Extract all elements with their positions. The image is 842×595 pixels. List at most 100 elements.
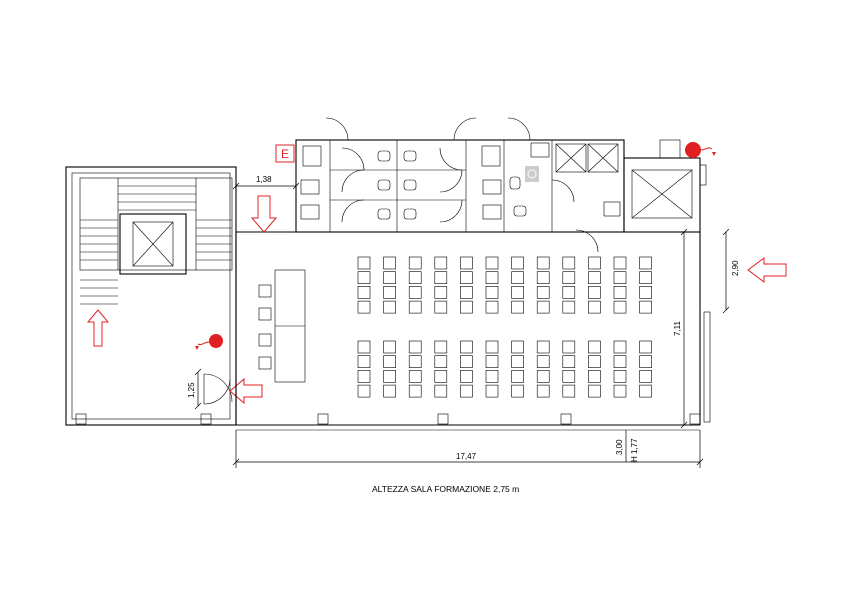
plan-caption: ALTEZZA SALA FORMAZIONE 2,75 m xyxy=(372,484,519,494)
chair xyxy=(460,286,473,299)
dimension-corridor: 1,38 xyxy=(232,175,300,190)
chair xyxy=(511,256,524,270)
chair xyxy=(588,370,601,383)
chair xyxy=(639,370,652,383)
evacuation-arrow-icon xyxy=(229,377,263,405)
chair xyxy=(536,355,550,369)
chair xyxy=(613,355,627,369)
elevator-icon xyxy=(119,213,187,275)
chair xyxy=(562,300,576,314)
chair xyxy=(511,384,524,398)
chair xyxy=(562,384,576,398)
chair xyxy=(562,256,576,270)
chair xyxy=(613,256,627,270)
toilet-icon xyxy=(513,205,527,217)
chair xyxy=(460,271,473,285)
chair xyxy=(613,340,627,354)
chair xyxy=(357,355,371,369)
chair xyxy=(485,340,499,354)
chair xyxy=(434,286,448,299)
dimension-side-opening: 2,90 xyxy=(722,228,740,314)
chair xyxy=(485,256,499,270)
chair xyxy=(408,370,422,383)
dimension-label: 1,25 xyxy=(187,382,196,398)
chair xyxy=(536,271,550,285)
stairwell-door xyxy=(203,373,233,405)
chair xyxy=(536,300,550,314)
stair-treads-top xyxy=(118,185,196,211)
dimension-room-length: 17,47 xyxy=(232,430,704,468)
chair xyxy=(357,384,371,398)
chair xyxy=(511,271,524,285)
chair xyxy=(383,370,396,383)
chair xyxy=(383,256,396,270)
chair xyxy=(536,256,550,270)
chair xyxy=(562,271,576,285)
chair xyxy=(639,355,652,369)
chair xyxy=(613,286,627,299)
chair xyxy=(613,271,627,285)
chair xyxy=(613,370,627,383)
chair xyxy=(588,340,601,354)
chair xyxy=(511,286,524,299)
chair xyxy=(357,271,371,285)
dimension-label: H 1,77 xyxy=(630,438,639,462)
chair xyxy=(639,340,652,354)
chair xyxy=(357,256,371,270)
toilet-icon xyxy=(403,150,417,162)
chair xyxy=(511,300,524,314)
chair xyxy=(588,300,601,314)
dimension-label: 7,11 xyxy=(673,320,682,336)
chair xyxy=(588,355,601,369)
fire-extinguisher-icon xyxy=(195,334,223,350)
teacher-desk xyxy=(258,269,306,383)
chair xyxy=(357,340,371,354)
toilet-icon xyxy=(403,179,417,191)
chair xyxy=(460,355,473,369)
chair xyxy=(536,370,550,383)
elevator-icon xyxy=(631,169,693,219)
chair xyxy=(588,384,601,398)
chair xyxy=(408,271,422,285)
toilet-icon xyxy=(377,208,391,220)
stairwell xyxy=(65,166,237,426)
chair xyxy=(357,286,371,299)
chair xyxy=(485,370,499,383)
chair xyxy=(408,300,422,314)
chair xyxy=(511,370,524,383)
chair xyxy=(383,340,396,354)
chair xyxy=(511,355,524,369)
chair xyxy=(408,340,422,354)
chair xyxy=(408,286,422,299)
chair xyxy=(588,286,601,299)
dimension-stair-door: 1,25 xyxy=(187,368,202,410)
chair xyxy=(408,384,422,398)
dimension-label: 2,90 xyxy=(731,260,740,276)
chair xyxy=(613,384,627,398)
exit-label: E xyxy=(281,147,289,161)
chair xyxy=(485,271,499,285)
chair xyxy=(485,355,499,369)
evacuation-arrow-icon xyxy=(250,195,278,233)
seating-area xyxy=(357,256,652,398)
chair xyxy=(588,256,601,270)
chair xyxy=(511,340,524,354)
chair xyxy=(613,300,627,314)
chair xyxy=(383,286,396,299)
chair xyxy=(434,370,448,383)
chair xyxy=(434,271,448,285)
chair xyxy=(485,384,499,398)
chair xyxy=(536,384,550,398)
chair xyxy=(562,340,576,354)
stair-treads-right xyxy=(196,219,232,261)
chair xyxy=(588,271,601,285)
chair xyxy=(408,256,422,270)
chair xyxy=(485,286,499,299)
chair xyxy=(639,300,652,314)
chair xyxy=(639,256,652,270)
chair xyxy=(460,300,473,314)
chair xyxy=(639,271,652,285)
chair xyxy=(562,355,576,369)
chair xyxy=(562,370,576,383)
